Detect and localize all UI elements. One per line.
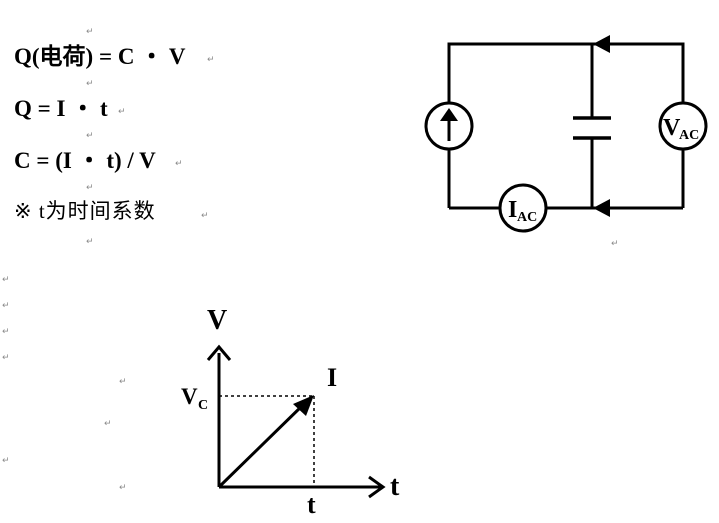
- voltmeter-label: V: [663, 115, 681, 141]
- paragraph-mark: ↵: [86, 131, 94, 141]
- paragraph-mark: ↵: [611, 239, 619, 249]
- paragraph-mark: ↵: [104, 419, 112, 429]
- paragraph-mark: ↵: [207, 55, 215, 65]
- t-tick-label: t: [307, 490, 316, 519]
- paragraph-mark: ↵: [86, 27, 94, 37]
- paragraph-mark: ↵: [86, 79, 94, 89]
- ammeter-label: I: [508, 197, 517, 223]
- voltmeter-subscript: AC: [679, 128, 699, 143]
- paragraph-mark: ↵: [86, 183, 94, 193]
- circuit-top-wire: [447, 42, 685, 103]
- y-axis-arrowhead: [206, 344, 232, 361]
- equation-charge-current: Q = I ・ t: [14, 96, 108, 121]
- paragraph-mark: ↵: [2, 353, 10, 363]
- paragraph-mark: ↵: [2, 301, 10, 311]
- ammeter-subscript: AC: [517, 210, 537, 225]
- vc-label: V: [181, 384, 198, 409]
- left-arrow-icon: [593, 199, 610, 217]
- paragraph-mark: ↵: [119, 483, 127, 493]
- paragraph-mark: ↵: [118, 107, 126, 117]
- paragraph-mark: ↵: [2, 327, 10, 337]
- up-arrow-icon: [440, 108, 458, 141]
- equation-note: ※ t为时间系数: [14, 199, 156, 223]
- x-axis-label: t: [390, 471, 400, 502]
- voltmeter-icon: [658, 101, 708, 151]
- x-axis-arrowhead: [368, 475, 386, 499]
- line-label: I: [327, 363, 337, 392]
- charge-line: [217, 401, 307, 489]
- paragraph-mark: ↵: [86, 237, 94, 247]
- charge-line-arrowhead: [293, 395, 314, 416]
- paragraph-mark: ↵: [175, 159, 183, 169]
- left-arrow-icon: [593, 35, 610, 53]
- vc-subscript: C: [198, 398, 208, 413]
- paragraph-mark: ↵: [201, 211, 209, 221]
- equation-capacitance: C = (I ・ t) / V: [14, 148, 156, 173]
- ammeter-icon: [498, 183, 548, 233]
- equation-charge: Q(电荷) = C ・ V: [14, 44, 186, 69]
- paragraph-mark: ↵: [2, 275, 10, 285]
- y-axis-label: V: [207, 305, 227, 336]
- paragraph-mark: ↵: [119, 377, 127, 387]
- paragraph-mark: ↵: [2, 456, 10, 466]
